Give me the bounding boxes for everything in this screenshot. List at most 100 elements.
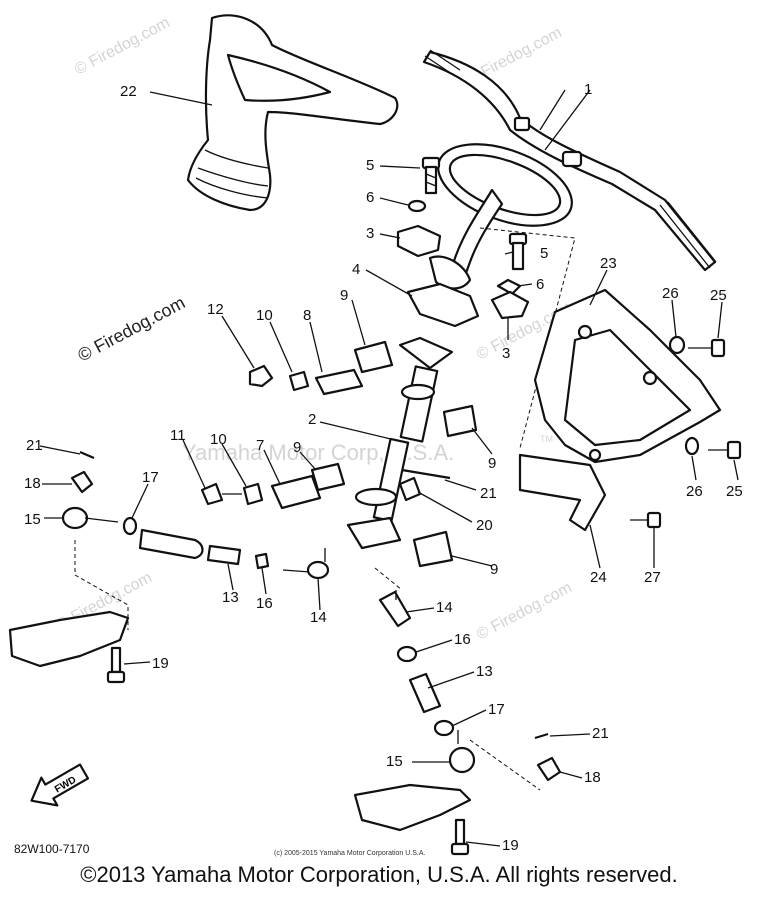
part-bolt-5-upper [421,156,441,195]
callout-27: 27 [644,569,661,586]
callout-14: 14 [436,599,453,616]
callout-1: 1 [584,81,592,98]
part-rod-13-right [408,672,442,714]
callout-12: 12 [207,301,224,318]
callout-leaders [39,89,739,847]
part-bolt-11 [200,482,224,506]
callout-6: 6 [366,189,374,206]
part-frame-bracket [533,288,722,464]
part-pin-21-left [79,450,95,460]
callout-10: 10 [210,431,227,448]
part-pin-21-right [534,732,549,740]
part-nut-16-right [396,645,418,663]
callout-2: 2 [308,411,316,428]
part-bushing-9d [412,530,454,568]
callout-10: 10 [256,307,273,324]
part-pin-21-center [401,468,451,480]
watermark-firedog: © Firedog.com [72,14,173,78]
callout-3: 3 [366,225,374,242]
callout-5: 5 [366,157,374,174]
callout-14: 14 [310,609,327,626]
callout-21: 21 [592,725,609,742]
callout-7: 7 [256,437,264,454]
small-copyright: (c) 2005-2015 Yamaha Motor Corporation U… [274,850,426,857]
dashed-guide [469,739,541,791]
callout-9: 9 [488,455,496,472]
part-washer-26-upper [668,335,686,355]
part-bolt-19-right [450,818,470,856]
dashed-guide [374,567,403,591]
part-bushing-9a [353,340,394,374]
part-bolt-19-left [106,646,126,684]
callout-4: 4 [352,261,360,278]
callout-26: 26 [686,483,703,500]
part-knuckle-right [353,783,472,832]
callout-23: 23 [600,255,617,272]
part-bolt-25-lower [708,440,742,460]
callout-21: 21 [480,485,497,502]
callout-25: 25 [710,287,727,304]
callout-26: 26 [662,285,679,302]
callout-8: 8 [303,307,311,324]
part-knuckle-left [8,610,130,668]
callout-19: 19 [152,655,169,672]
callout-18: 18 [584,769,601,786]
part-tie-rod-end-14-right [378,590,412,628]
part-bolt-27 [630,511,662,529]
part-clamp-7 [270,474,322,510]
callout-25: 25 [726,483,743,500]
callout-9: 9 [293,439,301,456]
callout-numbers: 22 1 5 6 3 4 5 6 3 12 10 8 9 2 9 11 10 7… [24,81,743,854]
callout-24: 24 [590,569,607,586]
part-nut-10a [288,370,310,392]
callout-5: 5 [540,245,548,262]
callout-13: 13 [222,589,239,606]
footer-copyright: ©2013 Yamaha Motor Corporation, U.S.A. A… [80,862,678,887]
callout-18: 18 [24,475,41,492]
part-bushing-9b [442,404,478,438]
part-bushing-9c [310,462,346,492]
callout-15: 15 [386,753,403,770]
watermark-firedog: © Firedog.com [474,579,575,643]
part-steering-handle [422,49,717,290]
part-nut-10b [242,482,264,506]
part-clamp-3-upper [396,224,442,258]
part-washer-6-upper [407,199,427,213]
callout-19: 19 [502,837,519,854]
callout-16: 16 [256,595,273,612]
part-sleeve-13-left [138,528,204,560]
callout-20: 20 [476,517,493,534]
part-nut-17-right [433,719,455,737]
callout-22: 22 [120,83,137,100]
fwd-arrow: FWD [30,763,90,807]
callout-9: 9 [340,287,348,304]
callout-17: 17 [142,469,159,486]
callout-9: 9 [490,561,498,578]
callout-6: 6 [536,276,544,293]
part-tie-rod-end-15-right [448,730,476,774]
callout-11: 11 [170,427,186,444]
part-nut-18-right [536,756,562,782]
part-nut-18-left [70,470,94,494]
part-washer-26-lower [684,436,700,456]
diagram-code: 82W100-7170 [14,842,90,856]
part-nut-12 [248,364,274,388]
callout-3: 3 [502,345,510,362]
part-nut-17-left [122,516,138,536]
part-column-holder-4 [406,282,480,328]
part-clamp-3-lower [490,290,530,320]
part-nut-16-left [254,552,270,570]
part-bolt-5-right [508,232,528,271]
part-handlebar-cover [186,14,399,212]
part-tie-rod-end-15-left [61,506,119,530]
watermark-firedog-dark: © Firedog.com [74,292,188,365]
part-tie-rod-end-14-left [282,548,330,580]
callout-15: 15 [24,511,41,528]
watermark-tm: TM [540,434,553,444]
callout-16: 16 [454,631,471,648]
part-nut-20 [398,476,422,502]
part-clamp-8 [314,368,364,396]
callout-17: 17 [488,701,505,718]
callout-13: 13 [476,663,493,680]
